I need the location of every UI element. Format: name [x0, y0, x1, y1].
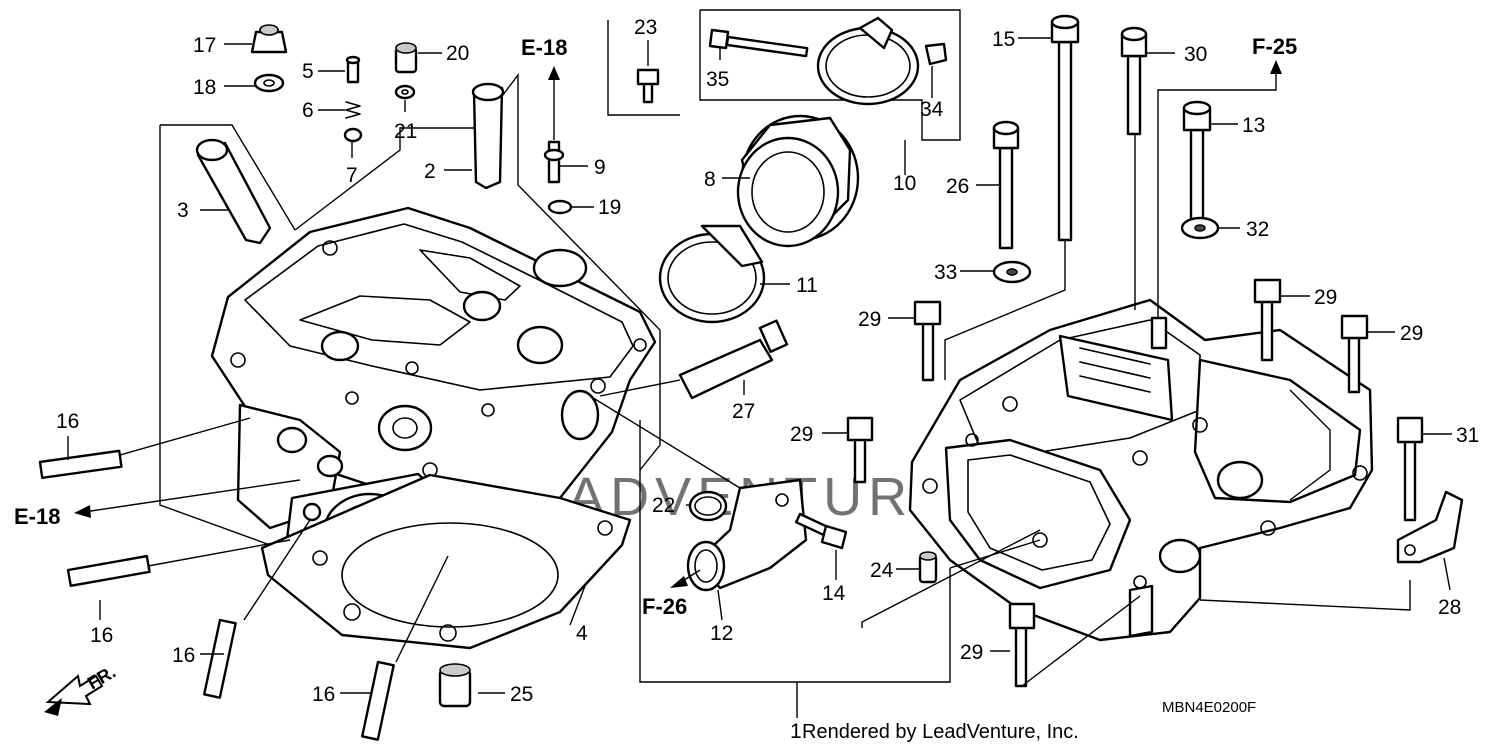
washer-33 [992, 260, 1032, 284]
group-bracket-23 [607, 20, 680, 116]
label-21: 21 [394, 120, 417, 143]
washer-7 [343, 127, 363, 143]
plug-20 [394, 42, 418, 74]
washer-19 [547, 199, 573, 215]
label-25: 25 [510, 683, 533, 706]
bolt-15 [1050, 14, 1080, 242]
label-5: 5 [302, 60, 314, 83]
label-32: 32 [1246, 218, 1269, 241]
stud-16-d [360, 660, 395, 741]
label-29-c: 29 [1400, 322, 1423, 345]
label-10: 10 [893, 172, 916, 195]
label-30: 30 [1184, 43, 1207, 66]
group-bracket-1 [639, 420, 951, 718]
fr-arrow-icon [44, 674, 104, 716]
label-16-d: 16 [312, 683, 335, 706]
bolt-13 [1182, 100, 1212, 232]
bolt-35 [708, 28, 809, 58]
ref-e18-left: E-18 [14, 504, 60, 529]
group-box-10 [699, 9, 961, 175]
arrow-icon-f26 [670, 569, 701, 588]
label-24: 24 [870, 559, 894, 582]
label-14: 14 [822, 582, 846, 605]
bolt-29-a [913, 300, 942, 382]
label-8: 8 [704, 168, 716, 191]
label-20: 20 [446, 42, 469, 65]
label-16-c: 16 [172, 644, 195, 667]
stud-16-a [38, 449, 123, 480]
bolt-31 [1396, 416, 1424, 522]
label-29-d: 29 [790, 423, 813, 446]
label-7: 7 [346, 164, 358, 187]
cap-nut-17 [250, 24, 288, 54]
spark-plug-27 [678, 319, 789, 400]
bolt-30 [1120, 26, 1148, 136]
stud-16-b [66, 554, 151, 587]
bolt-29-c [1340, 314, 1369, 394]
washer-18 [253, 73, 285, 93]
washer-32 [1180, 216, 1220, 240]
label-34: 34 [920, 98, 944, 121]
label-22: 22 [652, 494, 675, 517]
arrow-icon-e18-top [548, 66, 560, 140]
label-4: 4 [576, 622, 588, 645]
label-26: 26 [946, 175, 969, 198]
collar-25 [438, 663, 472, 708]
label-16-a: 16 [56, 410, 79, 433]
label-16-b: 16 [90, 624, 113, 647]
water-outlet-12 [686, 478, 808, 592]
oring-22 [688, 490, 728, 522]
diagram-code: MBN4E0200F [1162, 699, 1256, 716]
clamp-band-10 [816, 16, 920, 106]
ref-f25: F-25 [1252, 34, 1297, 59]
label-27: 27 [732, 400, 755, 423]
label-3: 3 [177, 199, 189, 222]
clamp-11 [658, 224, 766, 324]
label-17: 17 [193, 34, 216, 57]
label-18: 18 [193, 76, 216, 99]
label-15: 15 [992, 28, 1015, 51]
leader-lines [67, 37, 1452, 694]
label-9: 9 [594, 156, 606, 179]
group-bracket-head [159, 72, 661, 546]
oring-21 [394, 84, 416, 100]
arrow-icon-e18-left [74, 479, 301, 518]
bolt-14 [794, 512, 848, 550]
spring-6 [345, 101, 361, 119]
insulator-8 [736, 114, 860, 248]
label-29-e: 29 [960, 641, 983, 664]
credit-text: Rendered by LeadVenture, Inc. [802, 721, 1079, 743]
bolt-29-e [1008, 602, 1036, 688]
label-29-b: 29 [1314, 286, 1337, 309]
label-28: 28 [1438, 596, 1461, 619]
bolt-26 [992, 120, 1020, 250]
arrow-icon-f25 [1157, 60, 1282, 318]
label-6: 6 [302, 99, 314, 122]
label-11: 11 [796, 274, 818, 297]
label-1: 1 [790, 720, 802, 743]
bracket-28 [1396, 490, 1464, 564]
stud-16-c [202, 618, 237, 699]
dowel-24 [918, 551, 938, 584]
label-31: 31 [1456, 424, 1479, 447]
label-12: 12 [710, 622, 733, 645]
label-23: 23 [634, 16, 657, 39]
ref-e18-top: E-18 [521, 35, 567, 60]
bolt-29-b [1253, 278, 1282, 362]
cylinder-head-cover [908, 298, 1374, 642]
nut-34 [924, 42, 948, 66]
bolt-23 [636, 68, 660, 104]
label-29-a: 29 [858, 308, 881, 331]
valve-guide-2 [471, 82, 505, 190]
valve-guide-3 [195, 138, 272, 245]
ref-f26: F-26 [642, 594, 687, 619]
label-33: 33 [934, 261, 957, 284]
pin-5 [345, 55, 361, 84]
bolt-9 [543, 140, 565, 184]
label-2: 2 [424, 160, 436, 183]
label-13: 13 [1242, 114, 1265, 137]
label-35: 35 [706, 68, 729, 91]
label-19: 19 [598, 196, 621, 219]
